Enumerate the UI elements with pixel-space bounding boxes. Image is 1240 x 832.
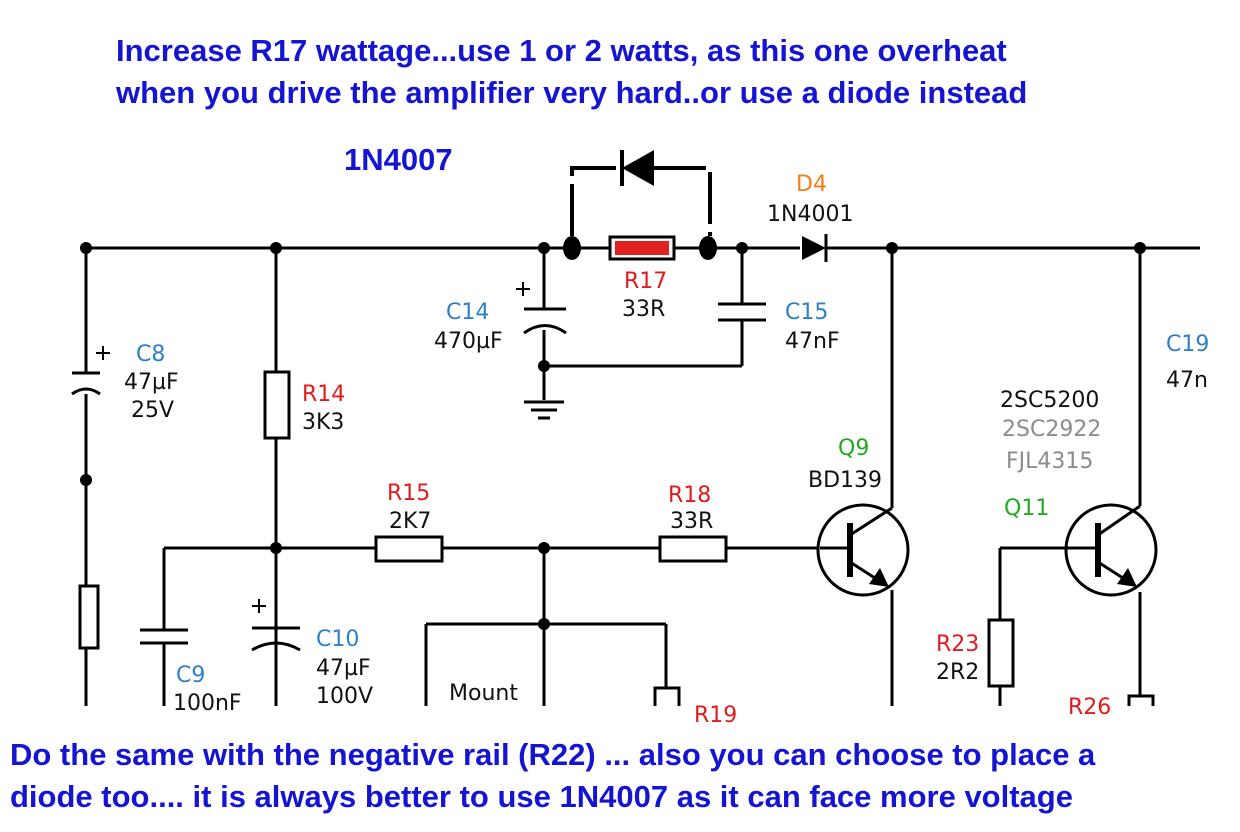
r17-pad-left bbox=[563, 236, 581, 260]
left-resistor-body bbox=[78, 584, 100, 650]
c14-name: C14 bbox=[446, 300, 489, 325]
c8-voltage: 25V bbox=[131, 398, 174, 423]
r14-name: R14 bbox=[302, 382, 345, 407]
c10-value: 47µF bbox=[316, 656, 371, 681]
q9-transistor bbox=[816, 503, 910, 597]
top-annotation-line-2: when you drive the amplifier very hard..… bbox=[116, 75, 1028, 110]
c9-name: C9 bbox=[176, 663, 205, 688]
c15-value: 47nF bbox=[785, 329, 840, 354]
c19-value: 47n bbox=[1166, 368, 1208, 393]
c10-voltage: 100V bbox=[316, 684, 373, 709]
top-annotation-line-1: Increase R17 wattage...use 1 or 2 watts,… bbox=[116, 33, 1007, 68]
q11-transistor bbox=[1064, 503, 1158, 597]
r19-name: R19 bbox=[694, 703, 737, 728]
bottom-annotation: Do the same with the negative rail (R22)… bbox=[0, 734, 1240, 818]
r18-value: 33R bbox=[670, 509, 713, 534]
c8-value: 47µF bbox=[124, 370, 179, 395]
q9-value: BD139 bbox=[808, 468, 882, 493]
mount-label: Mount bbox=[449, 681, 518, 706]
r17-fill bbox=[615, 241, 669, 255]
c9-value: 100nF bbox=[173, 691, 242, 716]
c8-name: C8 bbox=[136, 342, 165, 367]
ground-symbol bbox=[524, 400, 564, 420]
r19-body bbox=[653, 686, 681, 706]
r15-body bbox=[374, 535, 444, 563]
r23-name: R23 bbox=[936, 632, 979, 657]
top-annotation: Increase R17 wattage...use 1 or 2 watts,… bbox=[0, 30, 1240, 114]
r14-body bbox=[263, 370, 291, 440]
d4-value: 1N4001 bbox=[767, 202, 853, 227]
c10-plate-curved bbox=[251, 641, 301, 652]
c19-name: C19 bbox=[1166, 332, 1209, 357]
c14-value: 470µF bbox=[434, 329, 503, 354]
junction-dots bbox=[80, 242, 1146, 630]
c15-name: C15 bbox=[785, 300, 828, 325]
q9-name: Q9 bbox=[838, 436, 869, 461]
r15-name: R15 bbox=[387, 481, 430, 506]
q11-part: 2SC5200 bbox=[1000, 388, 1099, 413]
r23-body bbox=[987, 618, 1015, 688]
r18-body bbox=[658, 535, 728, 563]
r17-pad-right bbox=[699, 236, 717, 260]
q11-name: Q11 bbox=[1004, 496, 1049, 521]
r17-name: R17 bbox=[624, 269, 667, 294]
r26-name: R26 bbox=[1068, 695, 1111, 720]
c10-name: C10 bbox=[316, 627, 359, 652]
r26-body bbox=[1127, 694, 1155, 706]
c14-plate-curved bbox=[523, 324, 567, 335]
c8-plate-curved bbox=[71, 387, 101, 396]
d4-name: D4 bbox=[796, 172, 827, 197]
bottom-annotation-line-2: diode too.... it is always better to use… bbox=[10, 779, 1073, 814]
d4-diode bbox=[802, 236, 826, 260]
r15-value: 2K7 bbox=[389, 509, 431, 534]
r17-value: 33R bbox=[622, 297, 665, 322]
q11-alt2: FJL4315 bbox=[1006, 449, 1093, 474]
bottom-annotation-line-1: Do the same with the negative rail (R22)… bbox=[10, 737, 1096, 772]
bypass-diode-arrow bbox=[622, 150, 654, 186]
r18-name: R18 bbox=[668, 483, 711, 508]
r23-value: 2R2 bbox=[936, 660, 979, 685]
q11-alt1: 2SC2922 bbox=[1002, 417, 1101, 442]
bypass-diode-label: 1N4007 bbox=[344, 142, 453, 177]
r14-value: 3K3 bbox=[302, 410, 344, 435]
